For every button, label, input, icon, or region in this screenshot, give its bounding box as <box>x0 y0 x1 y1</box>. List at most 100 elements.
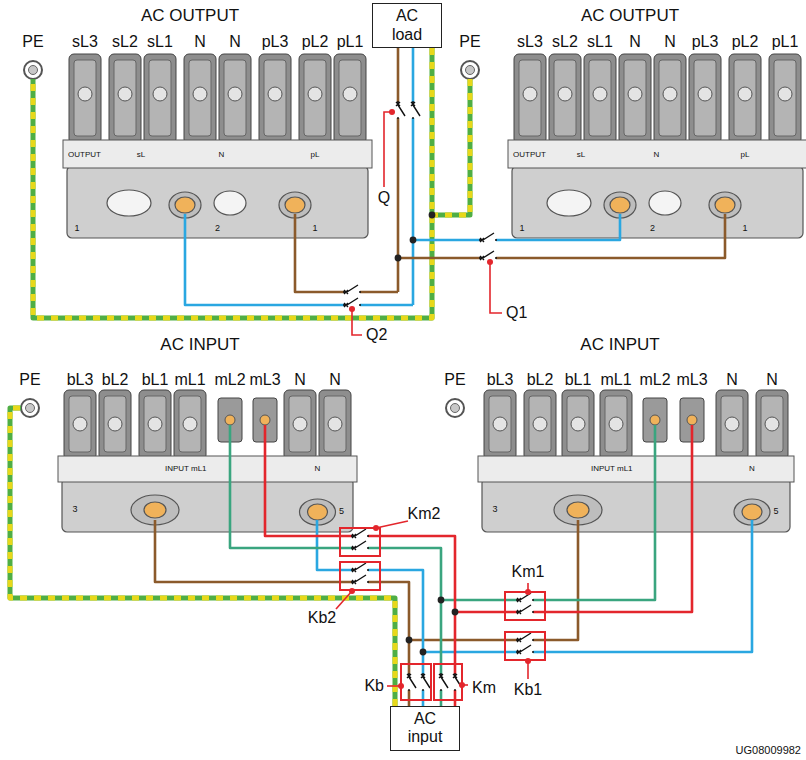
terminal-label: bL1 <box>565 371 592 389</box>
contact-symbol <box>516 593 534 602</box>
breaker-frame <box>401 664 431 700</box>
breaker-contact <box>395 101 405 119</box>
terminal-screw <box>493 417 507 431</box>
terminal-clamp <box>716 390 748 460</box>
terminal-label: pL1 <box>337 33 364 51</box>
terminal-label: bL1 <box>142 371 169 389</box>
terminal-face <box>224 60 246 136</box>
terminal-screw <box>193 87 207 101</box>
terminal-screw <box>738 87 752 101</box>
breaker-contact <box>479 233 497 243</box>
breaker-contact <box>516 593 534 603</box>
input-terminal-block <box>58 390 357 532</box>
marking-strip <box>478 456 794 482</box>
terminal-screw <box>523 87 537 101</box>
terminal-label: mL3 <box>676 371 707 389</box>
contact-symbol <box>421 673 430 691</box>
block-marking: OUTPUT <box>68 151 101 160</box>
pe-screw <box>466 66 475 75</box>
block-marking: 1 <box>312 224 317 234</box>
pe-screw <box>451 404 460 413</box>
terminal-face <box>489 396 511 452</box>
terminal-label: PE <box>444 371 465 389</box>
terminal-label: N <box>194 33 206 51</box>
contact-symbol <box>516 633 534 642</box>
pe-wire-stripe <box>432 79 470 215</box>
terminal-face <box>734 60 756 136</box>
junction-dot <box>395 255 402 262</box>
breaker-contact <box>406 673 416 691</box>
terminal-clamp <box>600 390 632 460</box>
signal-screw <box>650 415 660 425</box>
terminal-face <box>189 60 211 136</box>
signal-screw <box>260 415 270 425</box>
block-marking: 5 <box>339 507 344 517</box>
terminal-screw <box>268 87 282 101</box>
terminal-screw <box>343 87 357 101</box>
terminal-label: PE <box>22 33 43 51</box>
terminal-screw <box>228 87 242 101</box>
breaker-contact <box>516 645 534 655</box>
breaker-label: Km1 <box>512 563 545 581</box>
block-marking: N <box>219 151 225 160</box>
terminal-clamp <box>109 54 141 144</box>
contact-symbol <box>439 673 448 691</box>
terminal-clamp <box>484 390 516 460</box>
cable-gland <box>610 197 630 213</box>
leader-dot <box>349 306 355 312</box>
block-heading: AC INPUT <box>160 336 239 355</box>
terminal-clamp <box>549 54 581 144</box>
terminal-screw <box>593 87 607 101</box>
terminal-clamp <box>562 390 594 460</box>
terminal-label: mL2 <box>639 371 670 389</box>
terminal-screw <box>628 87 642 101</box>
terminal-screw <box>765 417 779 431</box>
terminal-label: N <box>629 33 641 51</box>
terminal-label: bL2 <box>527 371 554 389</box>
breaker-contact <box>420 673 430 691</box>
breaker-contact <box>438 673 448 691</box>
terminal-label: sL1 <box>587 33 613 51</box>
terminal-clamp <box>284 390 316 460</box>
leader-dot <box>459 682 465 688</box>
breaker-label: Q <box>378 189 390 207</box>
equipment-box: AC load <box>372 3 442 48</box>
pe-screw <box>26 404 35 413</box>
breaker-contact <box>351 563 369 573</box>
terminal-label: mL1 <box>174 371 205 389</box>
terminal-screw <box>571 417 585 431</box>
breaker-frame <box>340 528 380 556</box>
terminal-clamp <box>756 390 788 460</box>
leader-dot <box>525 658 531 664</box>
breaker-frame <box>505 632 545 660</box>
terminal-screw <box>78 87 92 101</box>
terminal-face <box>605 396 627 452</box>
terminal-screw <box>73 417 87 431</box>
terminal-clamp <box>69 54 101 144</box>
block-marking: N <box>749 465 755 474</box>
signal-screw <box>687 415 697 425</box>
block-marking: INPUT <box>165 465 189 474</box>
terminal-clamp <box>184 54 216 144</box>
terminal-label: sL3 <box>72 33 98 51</box>
junction-dot <box>452 609 459 616</box>
terminal-label: N <box>726 371 738 389</box>
block-marking: 2 <box>215 224 220 234</box>
breaker-label: Kb <box>364 677 384 695</box>
terminal-face <box>554 60 576 136</box>
breaker-contact <box>516 633 534 643</box>
terminal-face <box>69 396 91 452</box>
marking-strip <box>58 456 357 482</box>
terminal-screw <box>148 417 162 431</box>
junction-dot <box>410 237 417 244</box>
terminal-face <box>339 60 361 136</box>
terminal-face <box>567 396 589 452</box>
contact-symbol <box>479 233 497 242</box>
terminal-face <box>74 60 96 136</box>
wire <box>185 214 413 305</box>
wire <box>295 214 398 292</box>
terminal-label: bL2 <box>102 371 129 389</box>
terminal-screw <box>533 417 547 431</box>
breaker-frame <box>505 592 545 620</box>
breaker-label: Km <box>472 679 496 697</box>
